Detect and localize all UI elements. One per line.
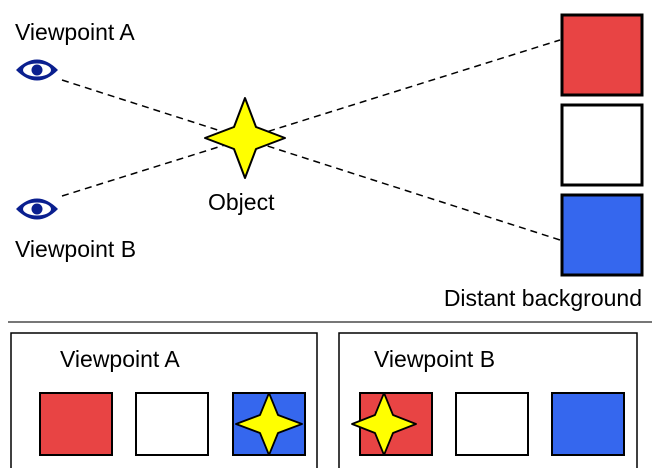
viewpoint-a-label: Viewpoint A — [15, 19, 135, 45]
panel-a-title: Viewpoint A — [60, 346, 180, 372]
star-icon — [235, 392, 303, 456]
sight-line-a — [61, 79, 561, 241]
panel-b-title: Viewpoint B — [374, 346, 495, 372]
panel-b-square-white — [455, 392, 529, 456]
eye-icon — [16, 59, 58, 81]
panel-b-square-blue — [551, 392, 625, 456]
panel-a-square-white — [135, 392, 209, 456]
sight-line-b — [61, 39, 561, 197]
panel-viewpoint-b — [338, 332, 638, 468]
background-square-red — [560, 13, 644, 97]
viewpoint-b-label: Viewpoint B — [15, 236, 136, 262]
background-square-blue — [560, 193, 644, 277]
object-label: Object — [208, 189, 275, 215]
background-square-white — [560, 103, 644, 187]
star-icon — [204, 97, 286, 179]
star-icon — [351, 392, 417, 456]
sight-lines — [61, 39, 561, 241]
panel-a-square-red — [39, 392, 113, 456]
panel-viewpoint-a — [10, 332, 318, 468]
eye-icon — [16, 198, 58, 220]
distant-background-label: Distant background — [444, 285, 642, 311]
